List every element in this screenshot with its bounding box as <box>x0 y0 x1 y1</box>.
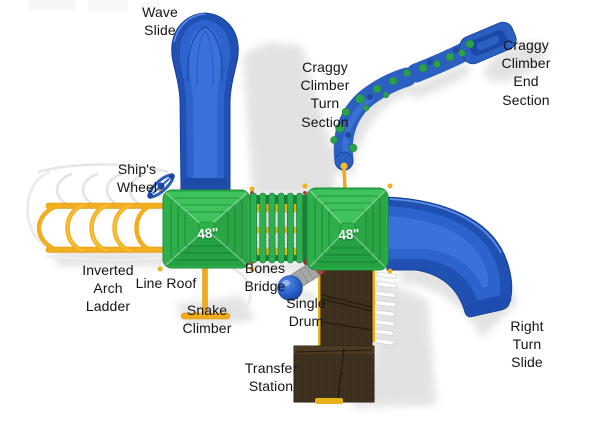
label-left-deck-size: 48" <box>196 225 220 242</box>
label-transfer-station: Transfer Station <box>244 360 298 395</box>
deck-posts <box>157 183 393 274</box>
bones-bridge-graphic <box>248 192 309 264</box>
label-single-drum: Single Drum <box>286 295 326 330</box>
label-line-roof: Line Roof <box>135 275 197 291</box>
label-craggy-climber-turn: Craggy Climber Turn Section <box>300 59 350 130</box>
label-craggy-climber-end: Craggy Climber End Section <box>501 37 551 108</box>
left-deck-graphic <box>162 189 251 269</box>
wave-slide-graphic <box>171 12 239 192</box>
craggy-climber-graphic <box>330 21 517 190</box>
ships-wheel-graphic <box>147 173 175 199</box>
label-wave-slide: Wave Slide <box>142 4 178 39</box>
label-snake-climber: Snake Climber <box>182 302 232 337</box>
transfer-ladder-graphic <box>372 271 398 346</box>
transfer-station-graphic <box>293 267 398 404</box>
inverted-arch-ladder-graphic <box>26 163 175 261</box>
label-bones-bridge: Bones Bridge <box>244 260 286 295</box>
right-deck-graphic <box>306 187 389 271</box>
label-right-turn-slide: Right Turn Slide <box>510 318 544 371</box>
craggy-climber-end-graphic <box>459 21 517 65</box>
right-turn-slide-graphic <box>386 196 513 318</box>
label-ships-wheel: Ship's Wheel <box>116 161 158 196</box>
faint-smudges <box>28 0 160 12</box>
label-right-deck-size: 48" <box>337 226 361 243</box>
label-inverted-arch-ladder: Inverted Arch Ladder <box>82 262 134 315</box>
